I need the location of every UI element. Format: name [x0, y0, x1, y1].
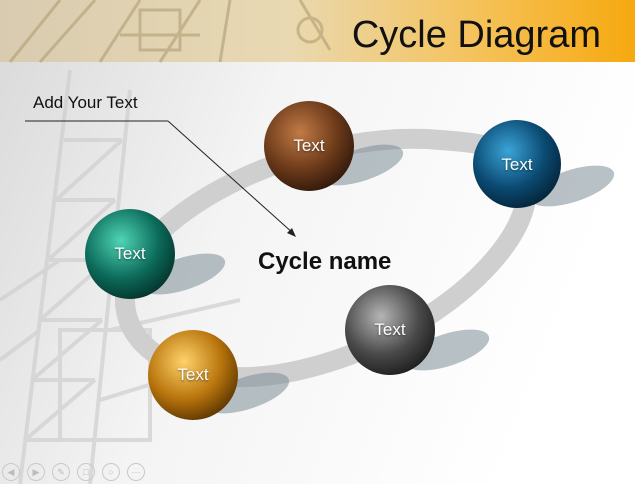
callout-text: Add Your Text: [33, 93, 138, 112]
callout-leader: [25, 120, 296, 237]
next-icon[interactable]: ▶: [27, 463, 45, 481]
zoom-icon[interactable]: ○: [102, 463, 120, 481]
node-label-brown: Text: [293, 136, 325, 155]
node-label-teal: Text: [114, 244, 146, 263]
node-label-gray: Text: [374, 320, 406, 339]
node-label-orange: Text: [177, 365, 209, 384]
slideshow-nav: ◀ ▶ ✎ □ ○ ⋯: [2, 463, 145, 481]
cycle-ring: [114, 128, 537, 388]
cycle-node-gray: [345, 285, 435, 375]
pen-icon[interactable]: ✎: [52, 463, 70, 481]
slide-title: Cycle Diagram: [351, 14, 601, 56]
cycle-node-teal: [85, 209, 175, 299]
slide-icon[interactable]: □: [77, 463, 95, 481]
cycle-node-blue: [473, 120, 561, 208]
node-label-blue: Text: [501, 155, 533, 174]
prev-icon[interactable]: ◀: [2, 463, 20, 481]
cycle-node-orange: [148, 330, 238, 420]
cycle-node-brown: [264, 101, 354, 191]
cycle-name-label: Cycle name: [258, 248, 392, 275]
menu-icon[interactable]: ⋯: [127, 463, 145, 481]
